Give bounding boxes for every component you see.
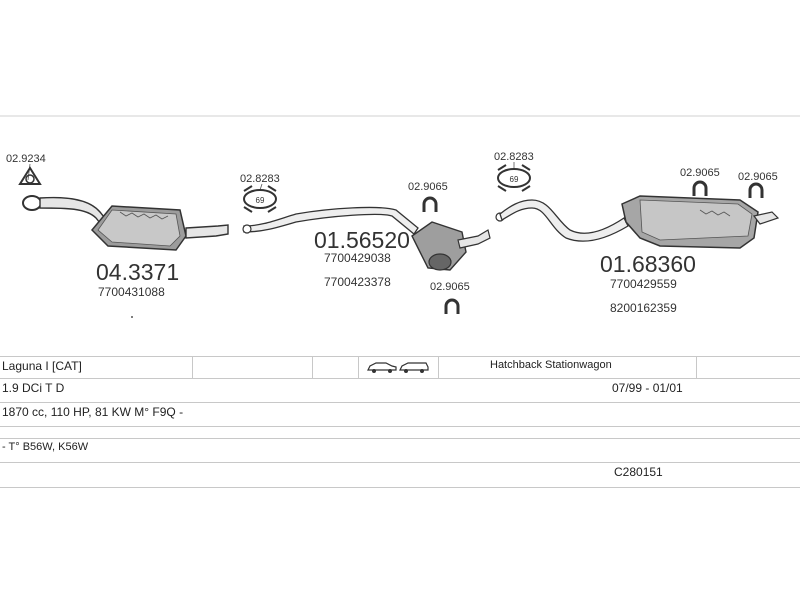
ring-clamp-icon-2: 69 bbox=[497, 164, 531, 192]
part-label-hanger-2: 02.9065 bbox=[430, 281, 470, 293]
svg-text:69: 69 bbox=[256, 196, 265, 205]
hanger-icon-1 bbox=[422, 196, 438, 212]
part-label-hanger-1: 02.9065 bbox=[408, 181, 448, 193]
rear-silencer-number: 01.68360 bbox=[600, 251, 696, 277]
car-stationwagon-icon bbox=[399, 362, 429, 373]
middle-silencer-oem-2: 7700423378 bbox=[324, 275, 391, 289]
model-cell: Laguna I [CAT] bbox=[2, 359, 82, 373]
table-row: Laguna I [CAT] Hatchback Stationwagon bbox=[0, 356, 800, 379]
triangle-clamp-icon bbox=[18, 166, 42, 185]
middle-silencer-oem-1: 7700429038 bbox=[324, 251, 391, 265]
middle-silencer-number: 01.56520 bbox=[314, 227, 410, 253]
types-cell: - T° B56W, K56W bbox=[2, 441, 89, 453]
years-cell: 07/99 - 01/01 bbox=[612, 381, 683, 395]
code-cell: C280151 bbox=[614, 465, 663, 479]
body-types-cell: Hatchback Stationwagon bbox=[490, 359, 612, 371]
hanger-icon-2 bbox=[444, 298, 460, 314]
car-hatchback-icon bbox=[367, 362, 397, 373]
part-label-hanger-4: 02.9065 bbox=[738, 171, 778, 183]
catalyst-oem: 7700431088 bbox=[98, 285, 165, 299]
part-label-clamp: 02.9234 bbox=[6, 153, 46, 165]
part-label-ring-2: 02.8283 bbox=[494, 151, 534, 163]
table-row: - T° B56W, K56W bbox=[0, 438, 800, 463]
part-label-ring-1: 02.8283 bbox=[240, 173, 280, 185]
engine-cell: 1.9 DCi T D bbox=[2, 381, 65, 395]
part-label-hanger-3: 02.9065 bbox=[680, 167, 720, 179]
table-row bbox=[0, 426, 800, 439]
rear-silencer-oem-1: 7700429559 bbox=[610, 277, 677, 291]
catalyst-assembly bbox=[22, 195, 229, 251]
table-row: C280151 bbox=[0, 462, 800, 488]
table-row: 1.9 DCi T D 07/99 - 01/01 bbox=[0, 378, 800, 403]
hanger-icon-3 bbox=[692, 180, 708, 196]
table-row: 1870 cc, 110 HP, 81 KW M° F9Q - bbox=[0, 402, 800, 427]
middle-silencer-assembly bbox=[242, 206, 491, 271]
hanger-icon-4 bbox=[748, 182, 764, 198]
catalyst-number: 04.3371 bbox=[96, 259, 179, 285]
rear-silencer-oem-2: 8200162359 bbox=[610, 301, 677, 315]
exhaust-system-diagram: 02.9234 04.3371 7700431088 02.8283 69 02… bbox=[0, 115, 800, 318]
svg-text:69: 69 bbox=[510, 175, 519, 184]
specs-cell: 1870 cc, 110 HP, 81 KW M° F9Q - bbox=[2, 405, 184, 419]
body-type-icons bbox=[366, 360, 430, 377]
ring-clamp-icon-1: 69 bbox=[243, 185, 277, 213]
rear-silencer-assembly bbox=[495, 195, 780, 249]
